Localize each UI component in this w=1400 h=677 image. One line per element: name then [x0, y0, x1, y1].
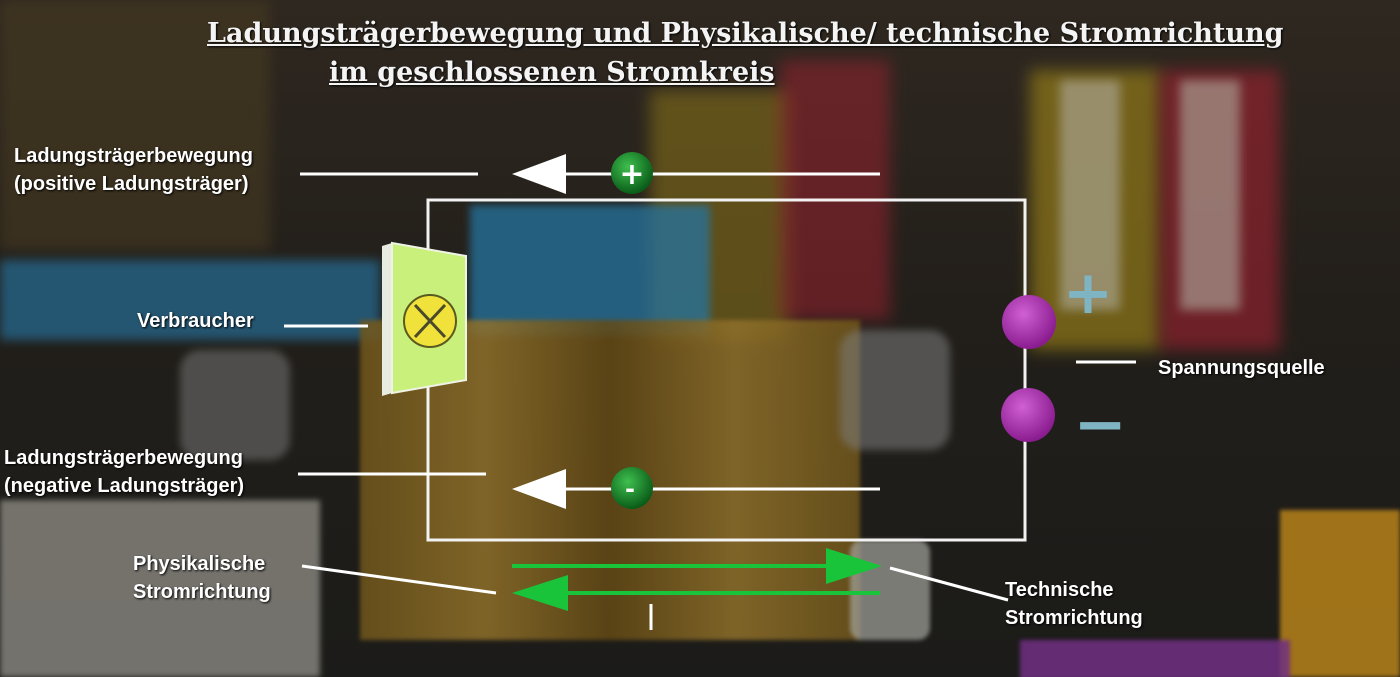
label-technical-current-line-2: Stromrichtung — [1005, 607, 1143, 629]
background-white-slot-bottom — [0, 500, 320, 677]
background-red-slot — [780, 60, 890, 320]
label-technical-current-line-1: Technische — [1005, 579, 1114, 601]
technical-current-arrow-head — [826, 548, 882, 584]
label-negative-motion-line-1: Ladungsträgerbewegung — [4, 447, 243, 469]
leader-line-technical-current — [889, 566, 1009, 602]
positive-charge-sign: + — [619, 157, 644, 192]
plus-pole-sign: + — [1063, 258, 1113, 328]
background-capacitor — [840, 330, 950, 450]
label-voltage-source: Spannungsquelle — [1158, 357, 1325, 379]
background-white-connector-2 — [1180, 80, 1240, 310]
background-gold-block-left — [0, 0, 270, 250]
physical-current-arrow-head — [512, 575, 568, 611]
plus-pole-icon — [1002, 295, 1056, 349]
negative-charge-sign: - — [625, 475, 635, 503]
label-positive-motion-line-2: (positive Ladungsträger) — [14, 173, 249, 195]
leader-line-physical-current — [301, 564, 497, 595]
positive-charge-icon — [611, 152, 653, 194]
label-physical-current-line-1: Physikalische — [133, 553, 266, 575]
background-screw — [850, 540, 930, 640]
label-physical-current: Physikalische Stromrichtung — [133, 550, 271, 606]
background-capacitor-2 — [180, 350, 290, 460]
label-positive-motion: Ladungsträgerbewegung (positive Ladungst… — [14, 142, 253, 198]
title-line-1: Ladungsträgerbewegung und Physikalische/… — [207, 18, 1284, 49]
background-blue-block — [470, 205, 710, 335]
minus-pole-sign: − — [1073, 388, 1127, 462]
positive-motion-arrow-head — [512, 154, 566, 194]
title-line-2: im geschlossenen Stromkreis — [329, 57, 775, 88]
label-negative-motion-line-2: (negative Ladungsträger) — [4, 475, 245, 497]
negative-motion-arrow-head — [512, 469, 566, 509]
background-orange-connector — [1280, 510, 1400, 677]
background-white-connector — [1060, 80, 1120, 310]
background-purple-connector — [1020, 640, 1290, 677]
minus-pole-icon — [1001, 388, 1055, 442]
consumer-panel-side — [382, 243, 392, 396]
label-physical-current-line-2: Stromrichtung — [133, 581, 271, 603]
label-technical-current: Technische Stromrichtung — [1005, 576, 1143, 632]
label-positive-motion-line-1: Ladungsträgerbewegung — [14, 145, 253, 167]
label-negative-motion: Ladungsträgerbewegung (negative Ladungst… — [4, 444, 244, 500]
lamp-cross-2 — [413, 303, 447, 339]
negative-charge-icon — [611, 467, 653, 509]
label-consumer: Verbraucher — [137, 310, 254, 332]
